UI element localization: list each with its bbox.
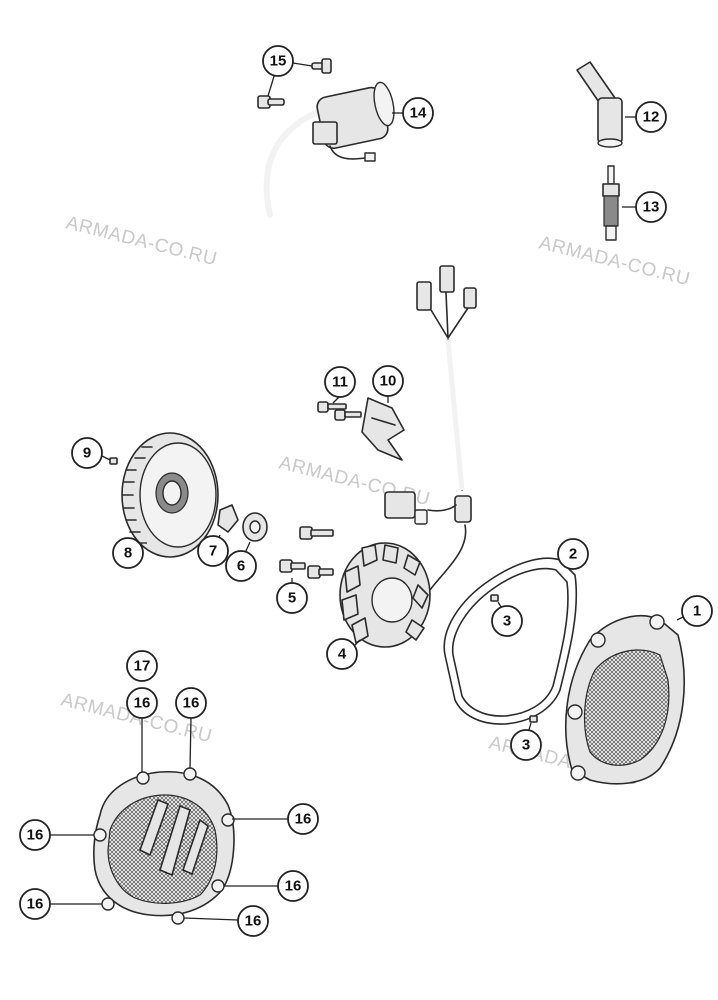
callout-2: 2	[557, 538, 589, 570]
callout-12: 12	[635, 101, 667, 133]
clamp-screws	[317, 396, 362, 421]
watermark-text: ARMADA-CO.RU	[537, 232, 692, 290]
watermark-text: ARMADA-CO.RU	[64, 212, 219, 270]
callout-number: 16	[295, 811, 312, 828]
callout-number: 5	[288, 590, 296, 607]
cable-clamp	[361, 395, 405, 461]
callout-number: 9	[83, 445, 91, 462]
callout-9: 9	[71, 437, 103, 469]
callout-16: 16	[277, 870, 309, 902]
spark-plug	[602, 165, 636, 241]
cover-gasket	[443, 554, 578, 725]
ignition-cover-inner	[564, 614, 686, 785]
callout-15: 15	[262, 45, 294, 77]
woodruff-key	[101, 455, 118, 465]
callout-8: 8	[112, 537, 144, 569]
callout-16: 16	[175, 687, 207, 719]
leader-lines-16	[50, 717, 288, 921]
washer	[217, 504, 239, 541]
callout-number: 12	[643, 109, 660, 126]
callout-number: 13	[643, 199, 660, 216]
callout-number: 17	[134, 658, 151, 675]
callout-number: 15	[270, 53, 287, 70]
callout-number: 3	[503, 613, 511, 630]
callout-13: 13	[635, 191, 667, 223]
callout-16: 16	[237, 905, 269, 937]
callout-number: 16	[27, 827, 44, 844]
callout-number: 16	[183, 695, 200, 712]
callout-number: 11	[332, 374, 348, 391]
callout-number: 2	[569, 546, 577, 563]
callout-number: 14	[410, 105, 427, 122]
callout-number: 16	[285, 878, 302, 895]
stator-wiring	[384, 265, 477, 591]
callout-number: 1	[693, 603, 701, 620]
callouts: 1 2 3 3 4 5 6 7 8 9 10 11 12 13 14 15 17…	[19, 45, 713, 937]
callout-number: 16	[245, 913, 262, 930]
callout-11: 11	[324, 366, 356, 398]
callout-6: 6	[225, 550, 257, 582]
callout-7: 7	[197, 535, 229, 567]
ignition-cover-outer	[93, 767, 235, 925]
flywheel-rotor	[121, 432, 219, 558]
callout-16: 16	[287, 803, 319, 835]
coil-bolts	[257, 58, 332, 109]
callout-4: 4	[326, 638, 358, 670]
callout-14: 14	[402, 97, 434, 129]
stator	[339, 542, 431, 649]
callout-1: 1	[681, 595, 713, 627]
spark-plug-cap	[576, 61, 636, 148]
ignition-coil	[263, 81, 403, 218]
callout-3-upper: 3	[491, 605, 523, 637]
callout-number: 3	[522, 737, 530, 754]
flywheel-nut	[242, 512, 268, 554]
callout-number: 4	[338, 646, 347, 663]
callout-16: 16	[19, 819, 51, 851]
callout-number: 8	[124, 545, 132, 562]
callout-number: 7	[209, 543, 217, 560]
callout-number: 16	[134, 695, 151, 712]
callout-number: 16	[27, 896, 44, 913]
callout-5: 5	[276, 582, 308, 614]
callout-17: 17	[126, 650, 158, 682]
callout-16: 16	[126, 687, 158, 719]
callout-number: 6	[237, 558, 245, 575]
callout-10: 10	[372, 365, 404, 397]
stator-screws	[279, 526, 334, 585]
callout-3-lower: 3	[510, 729, 542, 761]
callout-16: 16	[19, 888, 51, 920]
callout-number: 10	[380, 373, 397, 390]
